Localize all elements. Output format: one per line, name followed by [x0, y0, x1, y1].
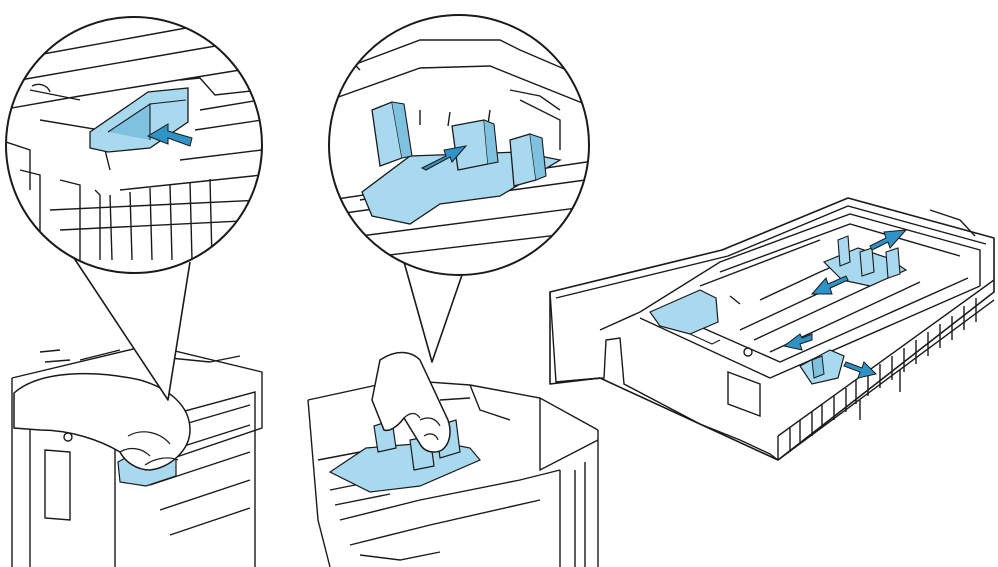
panel-2-callout-pointer [403, 261, 463, 363]
press-arrow-icon [146, 123, 193, 147]
panel-1-rear-guide [5, 16, 263, 567]
magnifier-callout-icon [328, 14, 590, 276]
paper-tray-icon [549, 197, 995, 461]
hand-icon [371, 351, 451, 453]
magnifier-callout-icon [5, 16, 263, 274]
double-arrow-icon [782, 229, 908, 379]
panel-1-callout-pointer [73, 257, 191, 401]
panel-2-side-guide [307, 14, 599, 567]
hand-icon [13, 372, 191, 471]
slide-arrow-icon [420, 145, 468, 171]
side-guide-icon [328, 419, 481, 493]
